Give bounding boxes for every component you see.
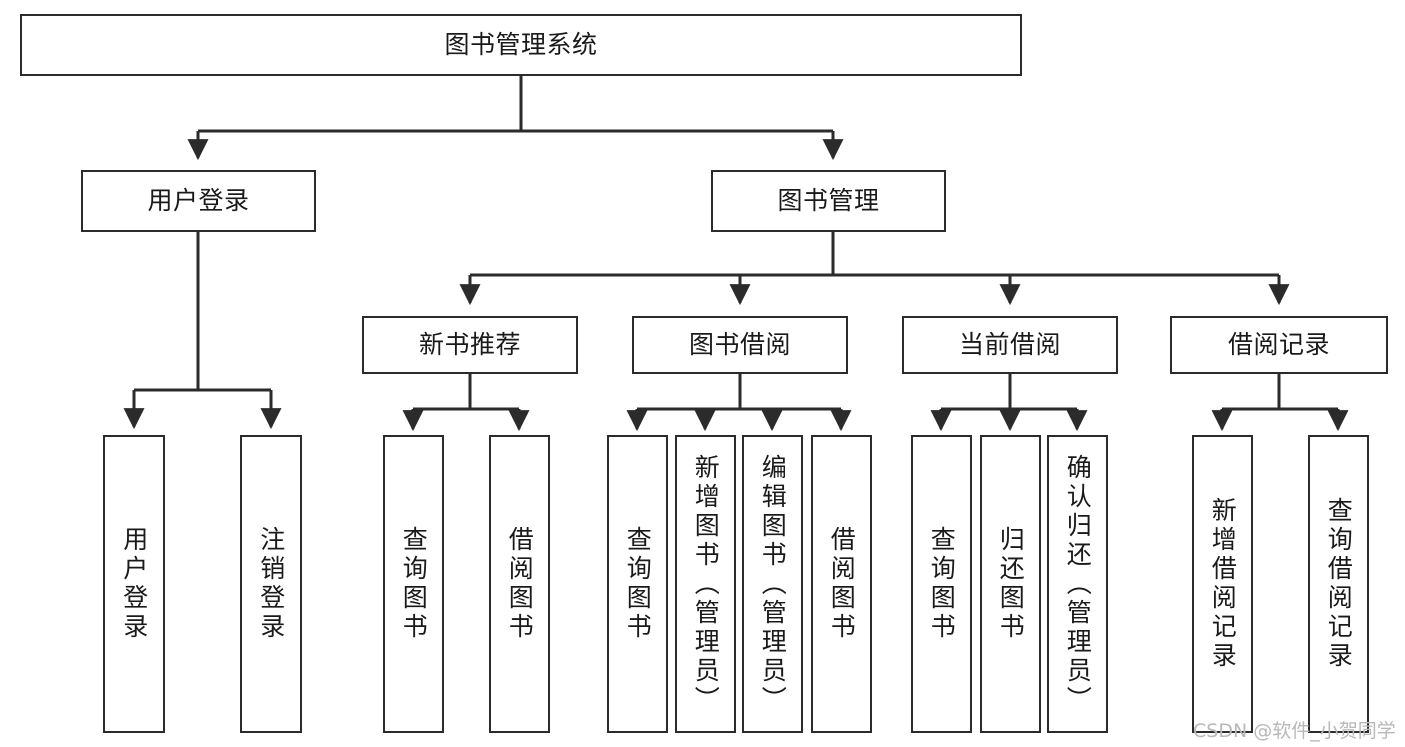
node-leaf-query-book-3[interactable]: 查询图书 — [911, 435, 972, 733]
node-user-login-label: 用户登录 — [147, 186, 250, 216]
csdn-watermark: CSDN @软件_小贺同学 — [1193, 720, 1396, 742]
node-leaf-confirm-return-label: 确认归还（管理员） — [1063, 453, 1093, 715]
node-new-book-rec[interactable]: 新书推荐 — [362, 316, 578, 374]
node-leaf-add-book[interactable]: 新增图书（管理员） — [675, 435, 736, 733]
node-current-borrow[interactable]: 当前借阅 — [902, 316, 1118, 374]
node-leaf-logout-label: 注销登录 — [256, 526, 286, 642]
node-leaf-edit-book-label: 编辑图书（管理员） — [758, 453, 788, 715]
node-leaf-confirm-return[interactable]: 确认归还（管理员） — [1047, 435, 1108, 733]
node-leaf-query-record-label: 查询借阅记录 — [1324, 497, 1354, 671]
node-user-login[interactable]: 用户登录 — [81, 170, 316, 232]
node-leaf-borrow-book-1-label: 借阅图书 — [505, 526, 535, 642]
node-leaf-query-book-2-label: 查询图书 — [623, 526, 653, 642]
node-book-manage-label: 图书管理 — [777, 186, 880, 216]
node-leaf-user-login[interactable]: 用户登录 — [103, 435, 165, 733]
node-leaf-borrow-book-1[interactable]: 借阅图书 — [489, 435, 550, 733]
node-leaf-borrow-book-2-label: 借阅图书 — [827, 526, 857, 642]
node-new-book-rec-label: 新书推荐 — [418, 330, 521, 360]
node-leaf-return-book[interactable]: 归还图书 — [980, 435, 1041, 733]
node-leaf-query-book-1[interactable]: 查询图书 — [383, 435, 444, 733]
node-leaf-return-book-label: 归还图书 — [996, 526, 1026, 642]
node-leaf-add-record-label: 新增借阅记录 — [1208, 497, 1238, 671]
node-leaf-add-record[interactable]: 新增借阅记录 — [1192, 435, 1253, 733]
node-book-borrow[interactable]: 图书借阅 — [632, 316, 848, 374]
node-root[interactable]: 图书管理系统 — [20, 14, 1022, 76]
node-book-manage[interactable]: 图书管理 — [711, 170, 946, 232]
node-leaf-query-record[interactable]: 查询借阅记录 — [1308, 435, 1369, 733]
node-book-borrow-label: 图书借阅 — [688, 330, 791, 360]
node-leaf-add-book-label: 新增图书（管理员） — [691, 453, 721, 715]
node-leaf-borrow-book-2[interactable]: 借阅图书 — [811, 435, 872, 733]
node-leaf-query-book-2[interactable]: 查询图书 — [607, 435, 668, 733]
node-leaf-edit-book[interactable]: 编辑图书（管理员） — [742, 435, 803, 733]
node-leaf-logout[interactable]: 注销登录 — [240, 435, 302, 733]
node-borrow-record[interactable]: 借阅记录 — [1170, 316, 1388, 374]
node-leaf-query-book-3-label: 查询图书 — [927, 526, 957, 642]
node-leaf-user-login-label: 用户登录 — [119, 526, 149, 642]
node-leaf-query-book-1-label: 查询图书 — [399, 526, 429, 642]
node-borrow-record-label: 借阅记录 — [1227, 330, 1330, 360]
node-root-label: 图书管理系统 — [444, 30, 598, 60]
node-current-borrow-label: 当前借阅 — [958, 330, 1061, 360]
